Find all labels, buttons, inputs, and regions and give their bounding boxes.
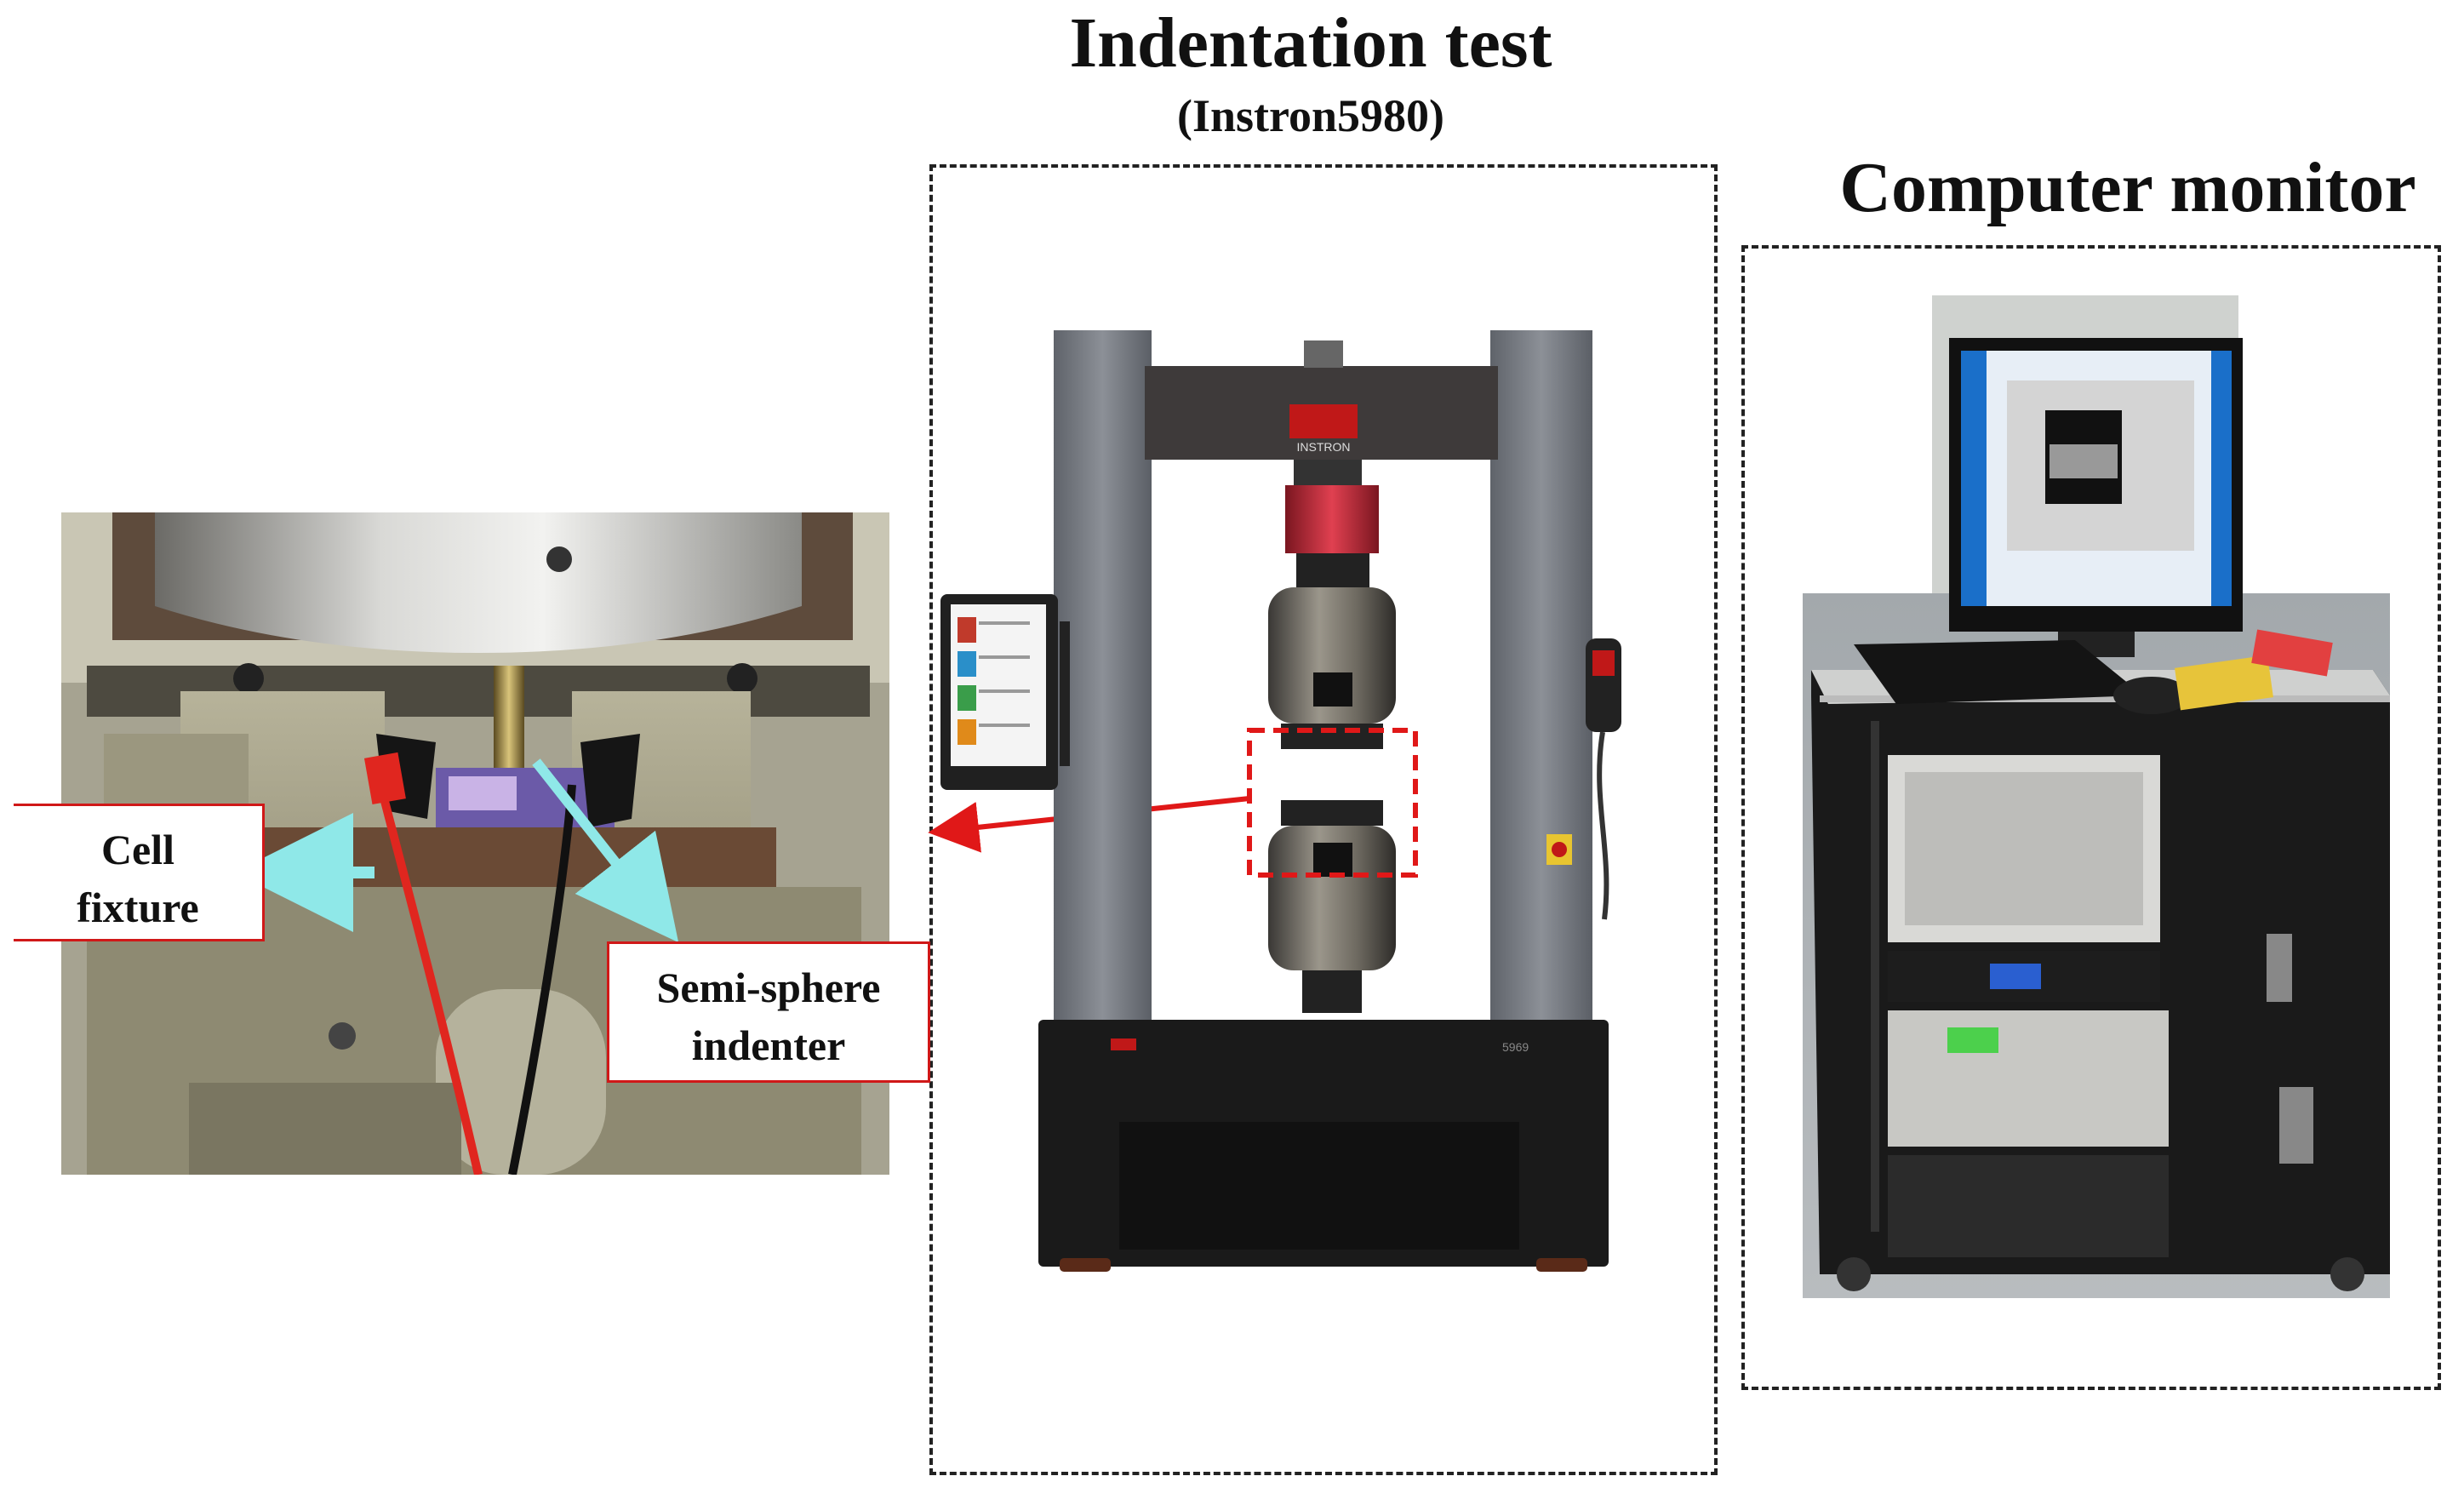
indenter-label-line2: indenter bbox=[691, 1021, 846, 1069]
instron-machine-illustration: INSTRON bbox=[940, 330, 1621, 1272]
indenter-label: Semi-sphere indenter bbox=[607, 941, 930, 1083]
cell-fixture-label-line2: fixture bbox=[77, 883, 199, 931]
indenter-label-line1: Semi-sphere bbox=[656, 964, 881, 1011]
instron-model-subtitle: (Instron5980) bbox=[1176, 90, 1445, 141]
base-model-number: 5969 bbox=[1502, 1040, 1529, 1054]
computer-monitor-title: Computer monitor bbox=[1839, 148, 2416, 227]
instron-logo-badge bbox=[1289, 404, 1358, 438]
instron-machine-photo: INSTRON bbox=[940, 323, 1707, 1277]
cell-fixture-label-line1: Cell bbox=[100, 826, 175, 873]
cyan-arrow-indenter bbox=[532, 758, 679, 943]
monitor-dashed-frame bbox=[1741, 245, 2441, 1390]
computer-rack-illustration bbox=[1803, 295, 2390, 1298]
indentation-test-title: Indentation test bbox=[1069, 3, 1552, 83]
computer-rack-photo bbox=[1803, 295, 2390, 1298]
red-zoom-region bbox=[1247, 728, 1418, 878]
cell-fixture-label: Cell fixture bbox=[14, 804, 265, 941]
crosshead-brand-text: INSTRON bbox=[1297, 440, 1351, 454]
